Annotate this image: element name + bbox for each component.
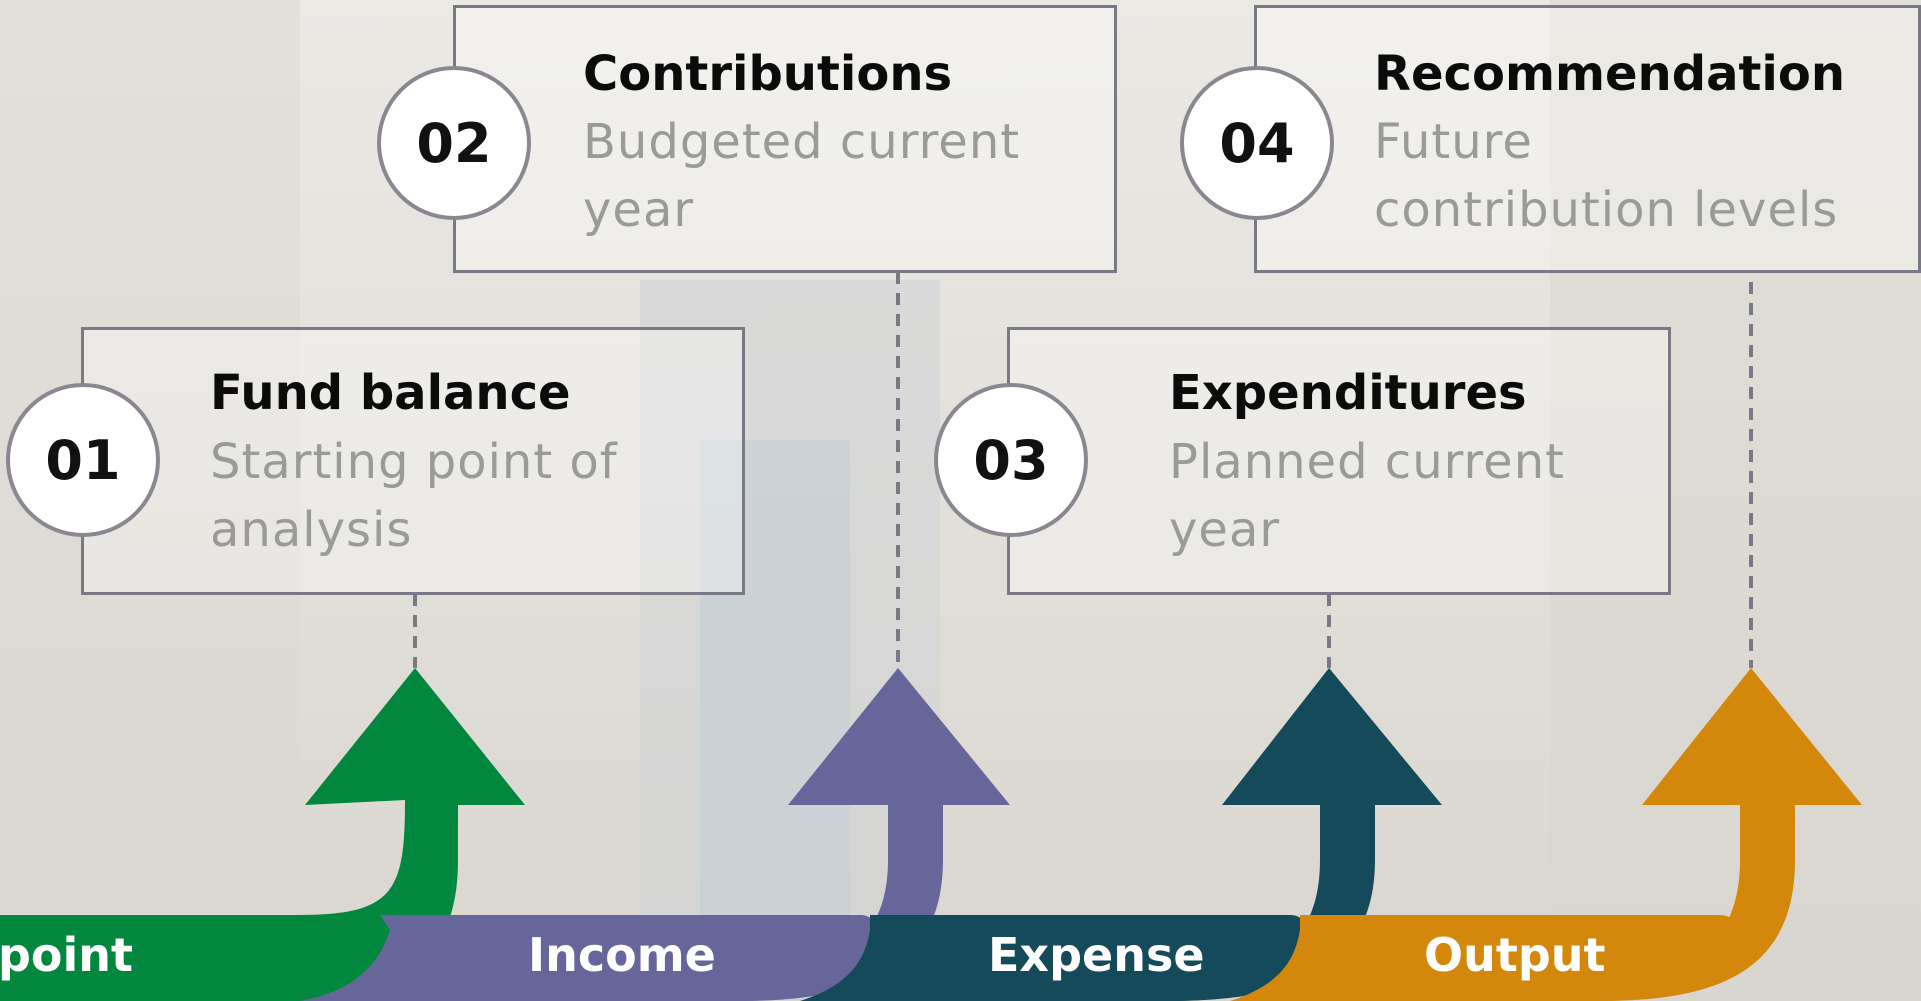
step-description-01: Starting point of analysis [210,434,618,558]
flow-label-expense: Expense [988,928,1205,982]
background-building-glass [700,440,850,1000]
ribbon-teal [800,915,1309,1001]
ribbon-green [0,915,340,1001]
step-title-01: Fund balance [210,365,571,421]
step-box-01 [81,327,745,595]
background-building-right [1550,0,1921,1001]
ribbon-purple [300,915,879,1001]
step-title-02: Contributions [583,46,953,102]
step-number-01: 01 [6,383,160,537]
arrow-expense [850,668,1442,1001]
ribbon-orange [1230,915,1739,1001]
step-box-04 [1254,5,1921,273]
step-description-04: Future contribution levels [1374,114,1839,238]
flow-label-start: point [0,928,134,982]
step-title-04: Recommendation [1374,46,1845,102]
step-number-03: 03 [934,383,1088,537]
step-title-03: Expenditures [1169,365,1527,421]
step-number-04: 04 [1180,66,1334,220]
step-description-02: Budgeted current year [583,114,1021,238]
arrow-output [1300,668,1862,1001]
flow-label-income: Income [528,928,716,982]
step-number-02: 02 [377,66,531,220]
step-description-03: Planned current year [1169,434,1565,558]
arrow-income [380,668,1010,1001]
step-box-03 [1007,327,1671,595]
step-box-02 [453,5,1117,273]
flow-label-output: Output [1424,928,1606,982]
